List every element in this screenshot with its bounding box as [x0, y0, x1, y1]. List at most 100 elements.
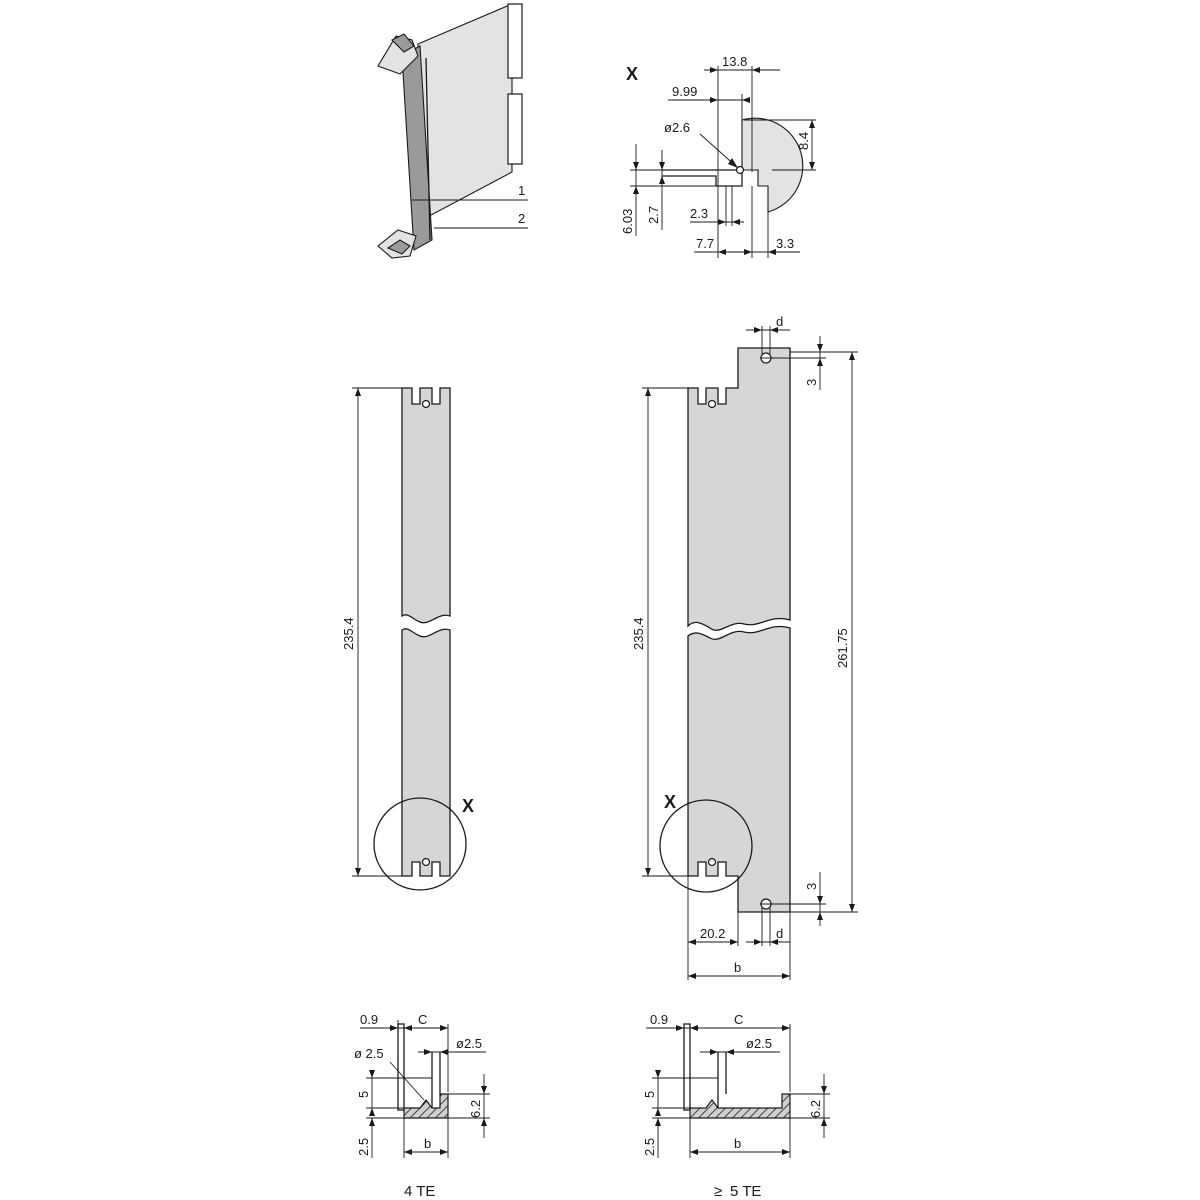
panel-4te-lower [401, 628, 451, 877]
arrow [655, 1118, 661, 1126]
arrow [369, 1118, 375, 1126]
arrow [633, 186, 639, 194]
arrow [849, 904, 855, 912]
dim-8-4: 8.4 [796, 132, 811, 150]
front-panel-groove [425, 57, 431, 241]
arrow [744, 249, 752, 255]
arrow [690, 1149, 698, 1155]
panel-5te-lower [687, 625, 791, 913]
arrow [752, 67, 760, 73]
arrow [390, 1025, 398, 1031]
arrow [676, 1025, 684, 1031]
section-5te-6-2: 6.2 [808, 1100, 823, 1118]
arrow [355, 868, 361, 876]
section-4te-b: b [424, 1136, 431, 1151]
arrow [633, 162, 639, 170]
arrow [782, 1025, 790, 1031]
panel-5te-upper [687, 347, 791, 631]
panel-4te-bottom-hole [421, 857, 431, 867]
dim-6-03: 6.03 [620, 209, 635, 234]
panel-5te-width-20-2: 20.2 [700, 926, 725, 941]
arrow [481, 1086, 487, 1094]
arrow [817, 358, 823, 366]
section-4te-leader-phi-left [389, 1061, 425, 1101]
panel-5te-total-height: 261.75 [835, 628, 850, 668]
detail-x-view: X 13.8 9.99 ø2.6 8.4 6.03 2.7 [620, 54, 816, 258]
arrow [782, 973, 790, 979]
arrow [440, 1025, 448, 1031]
arrow [849, 352, 855, 360]
dim-2-7: 2.7 [646, 206, 661, 224]
panel-5te-bottom-offset: 3 [804, 883, 819, 890]
arrow [726, 1049, 734, 1055]
panel-4te-detail-mark: X [462, 796, 474, 816]
arrow [659, 162, 665, 170]
section-5te: 0.9 C ø2.5 5 6.2 2.5 b ≥ 5 TE [642, 1012, 830, 1200]
section-4te-0-9: 0.9 [360, 1012, 378, 1027]
section-4te-phi-right: ø2.5 [456, 1036, 482, 1051]
arrow [440, 1149, 448, 1155]
dim-phi-2-6: ø2.6 [664, 120, 690, 135]
arrow [728, 158, 738, 168]
arrow [821, 1086, 827, 1094]
arrow [718, 219, 726, 225]
panel-5te: X 235.4 261.75 3 3 d 20.2 [631, 314, 858, 980]
panel-5te-detail-mark: X [664, 792, 676, 812]
arrow [817, 896, 823, 904]
panel-4te-upper [401, 387, 451, 624]
section-5te-caption: 5 TE [730, 1183, 761, 1200]
section-4te-phi-left: ø 2.5 [354, 1046, 384, 1061]
arrow [688, 973, 696, 979]
arrow [369, 1108, 375, 1116]
arrow [821, 1118, 827, 1126]
arrow [754, 327, 762, 333]
panel-4te-height: 235.4 [341, 617, 356, 650]
detail-profile [662, 169, 743, 187]
panel-4te-top-hole [421, 399, 431, 409]
dim-2-3: 2.3 [690, 206, 708, 221]
detail-hole [735, 165, 745, 175]
connector-upper [507, 3, 523, 79]
arrow [718, 249, 726, 255]
arrow [809, 120, 815, 128]
section-4te-2-5: 2.5 [356, 1138, 371, 1156]
arrow [690, 1025, 698, 1031]
section-4te-caption: 4 TE [404, 1183, 435, 1200]
panel-5te-detail-circle [659, 799, 753, 893]
handle-top-grip [391, 33, 415, 53]
arrow [742, 97, 750, 103]
arrow [732, 219, 740, 225]
panel-4te: X 235.4 [341, 387, 474, 891]
section-5te-profile [689, 1093, 791, 1119]
panel-5te-top-d: d [776, 314, 783, 329]
section-5te-caption-prefix: ≥ [714, 1183, 722, 1200]
section-5te-wall [683, 1023, 691, 1111]
arrow [770, 939, 778, 945]
section-5te-0-9: 0.9 [650, 1012, 668, 1027]
dim-7-7: 7.7 [696, 236, 714, 251]
arrow [770, 327, 778, 333]
connector-lower [507, 93, 523, 165]
arrow [817, 344, 823, 352]
arrow [659, 176, 665, 184]
section-4te: 0.9 C ø2.5 ø 2.5 5 6.2 2.5 b 4 TE [354, 1012, 490, 1200]
arrow [404, 1025, 412, 1031]
handle-bottom-grip [386, 239, 411, 255]
arrow [710, 97, 718, 103]
panel-5te-bottom-hole [707, 857, 717, 867]
arrow [688, 939, 696, 945]
arrow [481, 1118, 487, 1126]
panel-4te-detail-circle [373, 797, 467, 891]
panel-5te-height: 235.4 [631, 617, 646, 650]
arrow [754, 939, 762, 945]
arrow [782, 1149, 790, 1155]
arrow [768, 249, 776, 255]
detail-x-title: X [626, 64, 638, 84]
section-4te-profile [403, 1093, 449, 1119]
arrow [440, 1049, 448, 1055]
arrow [710, 67, 718, 73]
panel-5te-bottom-d: d [776, 926, 783, 941]
callout-1: 1 [518, 183, 525, 198]
section-5te-2-5: 2.5 [642, 1138, 657, 1156]
dim-9-99: 9.99 [672, 84, 697, 99]
